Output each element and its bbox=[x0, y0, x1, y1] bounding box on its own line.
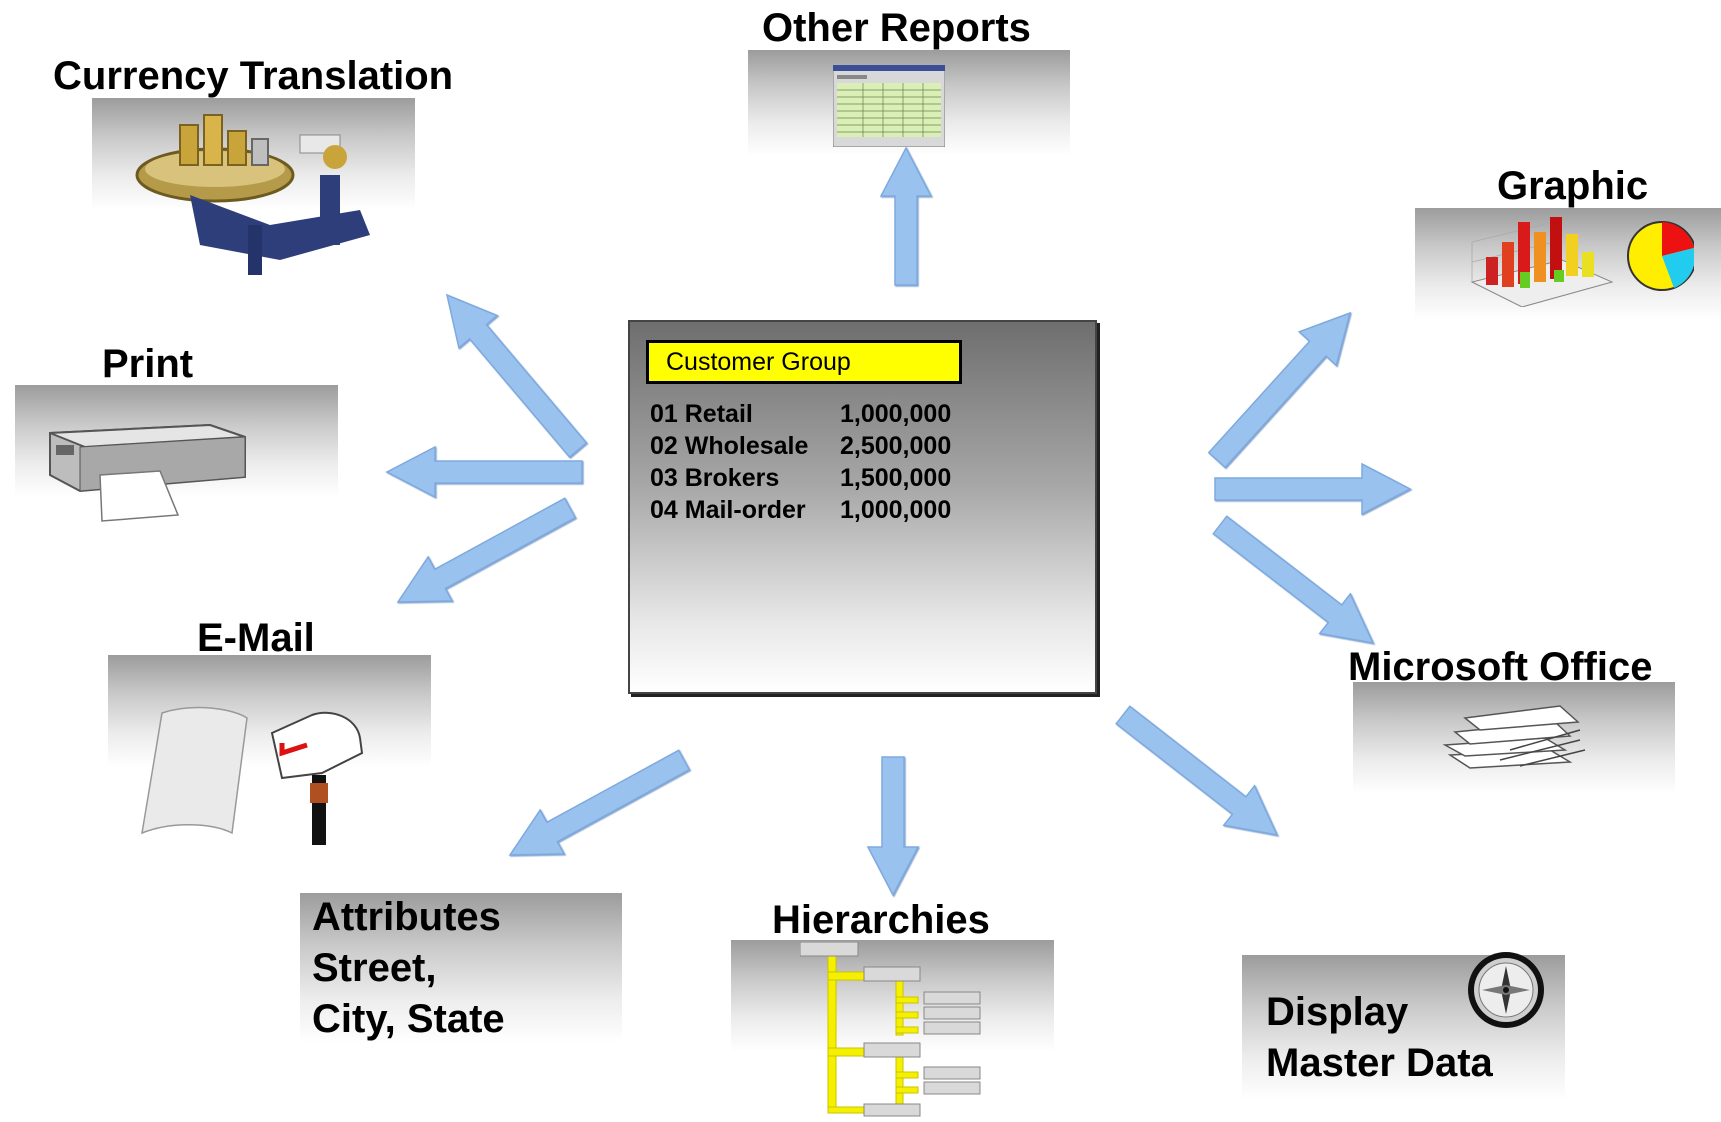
tree-hierarchy-icon bbox=[800, 942, 981, 1117]
attributes-line: Street, bbox=[312, 946, 437, 990]
print-label: Print bbox=[102, 342, 194, 386]
report-row: 02 Wholesale 2,500,000 bbox=[650, 432, 951, 460]
report-row: 01 Retail 1,000,000 bbox=[650, 400, 951, 428]
spreadsheet-report-icon bbox=[833, 65, 945, 147]
compass-icon bbox=[1468, 952, 1544, 1028]
arrow-to-graphic bbox=[1207, 311, 1352, 469]
customer-group-title: Customer Group bbox=[646, 340, 962, 384]
arrow-to-other-reports bbox=[879, 146, 933, 286]
hierarchies-panel bbox=[731, 940, 1054, 1052]
master-data-line: Display bbox=[1266, 990, 1409, 1034]
display-master-data-label: Display Master Data bbox=[1266, 987, 1493, 1089]
arrow-to-office bbox=[1212, 515, 1375, 644]
row-label: 04 Mail-order bbox=[650, 496, 806, 524]
arrow-to-right bbox=[1214, 462, 1412, 516]
printer-icon bbox=[49, 423, 246, 522]
attributes-line: Attributes bbox=[312, 895, 501, 939]
arrow-to-email bbox=[396, 497, 577, 603]
document-stack-icon bbox=[1442, 705, 1586, 769]
row-value: 1,000,000 bbox=[840, 400, 952, 428]
attributes-label: Attributes Street, City, State bbox=[312, 892, 505, 1045]
microsoft-office-label: Microsoft Office bbox=[1348, 645, 1653, 689]
hierarchies-label: Hierarchies bbox=[772, 898, 990, 942]
email-label: E-Mail bbox=[197, 616, 315, 660]
row-label: 01 Retail bbox=[650, 400, 753, 428]
row-value: 1,000,000 bbox=[840, 496, 952, 524]
customer-group-report-box: Customer Group 01 Retail 1,000,000 02 Wh… bbox=[628, 320, 1097, 694]
arrow-to-currency bbox=[445, 293, 588, 459]
currency-translation-label: Currency Translation bbox=[53, 54, 454, 98]
other-reports-label: Other Reports bbox=[762, 6, 1031, 50]
row-value: 2,500,000 bbox=[840, 432, 952, 460]
mailbox-icon bbox=[141, 706, 364, 845]
arrow-to-master-data bbox=[1115, 705, 1279, 836]
master-data-line: Master Data bbox=[1266, 1041, 1493, 1085]
bar-pie-chart-icon bbox=[1470, 217, 1694, 307]
arrow-to-print bbox=[385, 445, 583, 499]
arrow-to-attributes bbox=[508, 749, 691, 856]
report-row: 03 Brokers 1,500,000 bbox=[650, 464, 951, 492]
graphic-label: Graphic bbox=[1497, 164, 1649, 208]
arrow-to-hierarchies bbox=[866, 756, 920, 897]
row-label: 02 Wholesale bbox=[650, 432, 809, 460]
row-label: 03 Brokers bbox=[650, 464, 780, 492]
report-row: 04 Mail-order 1,000,000 bbox=[650, 496, 951, 524]
coin-scale-icon bbox=[135, 114, 370, 275]
row-value: 1,500,000 bbox=[840, 464, 952, 492]
attributes-line: City, State bbox=[312, 997, 505, 1041]
attributes-panel bbox=[300, 893, 622, 1043]
